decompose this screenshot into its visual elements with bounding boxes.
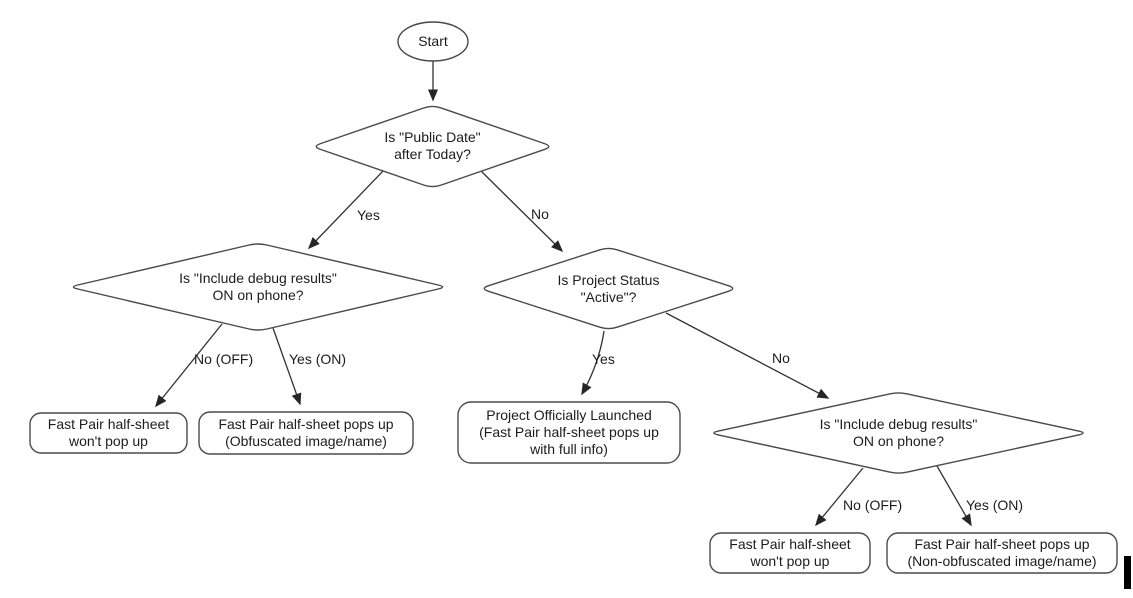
arrow-project-status-no <box>665 312 830 399</box>
decision-debug-right-shape <box>713 392 1084 474</box>
arrow-debug-left-no <box>155 323 223 408</box>
result-obfuscated-shape <box>198 411 414 455</box>
start-terminal-shape <box>397 21 469 62</box>
arrow-public-date-no <box>480 170 564 253</box>
decision-public-date-shape <box>315 105 550 188</box>
result-launched-shape <box>457 401 681 464</box>
arrow-debug-right-yes <box>936 465 972 527</box>
arrow-debug-right-no <box>815 467 864 527</box>
decision-debug-left-shape <box>72 243 444 331</box>
arrow-public-date-yes <box>307 170 384 250</box>
result-wont-popup-left-shape <box>29 412 188 454</box>
result-wont-popup-right-shape <box>709 532 871 574</box>
decision-project-status-shape <box>483 247 734 330</box>
result-non-obfuscated-shape <box>886 532 1118 574</box>
text-cursor <box>1124 556 1131 589</box>
arrow-debug-left-yes <box>272 327 302 406</box>
arrow-project-status-yes <box>581 330 605 396</box>
